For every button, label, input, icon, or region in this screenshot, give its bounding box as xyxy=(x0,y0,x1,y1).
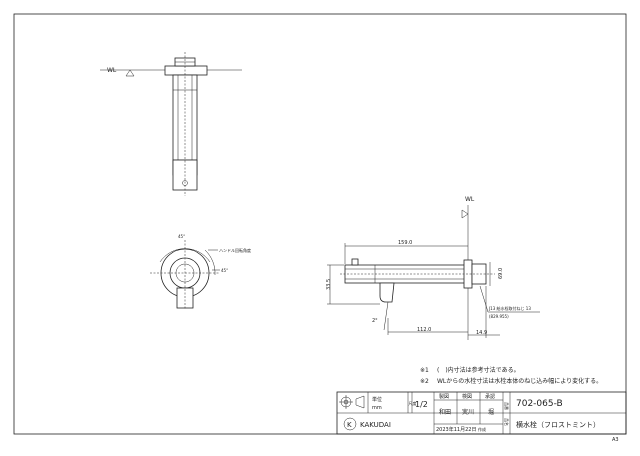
svg-text:検図: 検図 xyxy=(462,393,472,400)
svg-text:※2: ※2 xyxy=(420,378,429,385)
top-view: WL xyxy=(100,52,242,196)
svg-text:※1: ※1 xyxy=(420,367,429,374)
svg-text:尺度: 尺度 xyxy=(409,400,417,406)
sheet-border xyxy=(13,13,627,435)
part-name: 横水栓（フロストミント） xyxy=(516,420,600,429)
front-view: 45° ハンドル回転角度 45° xyxy=(150,234,251,310)
side-spout xyxy=(379,282,395,303)
svg-text:2°: 2° xyxy=(372,318,378,324)
svg-text:堀: 堀 xyxy=(488,408,494,416)
notes: ※1 ( )内寸法は参考寸法である。 ※2 WLからの水栓寸法は水栓本体のねじ込… xyxy=(420,366,602,385)
svg-text:14.9: 14.9 xyxy=(476,330,487,336)
svg-text:45°: 45° xyxy=(221,268,228,273)
svg-text:ハンドル回転角度: ハンドル回転角度 xyxy=(219,247,251,253)
svg-text:品番: 品番 xyxy=(504,402,510,410)
flange xyxy=(164,65,208,76)
svg-text:69.0: 69.0 xyxy=(498,268,504,279)
svg-text:単位: 単位 xyxy=(372,396,382,403)
svg-text:( )内寸法は参考寸法である。: ( )内寸法は参考寸法である。 xyxy=(437,366,520,374)
projection-symbol-icon xyxy=(339,395,365,409)
wl-label-side: WL xyxy=(465,196,475,203)
wl-label-top: WL xyxy=(107,67,117,74)
side-nut xyxy=(471,263,487,285)
svg-text:品名: 品名 xyxy=(504,418,510,426)
svg-text:2023年11月22日: 2023年11月22日 xyxy=(436,426,476,433)
svg-text:112.0: 112.0 xyxy=(417,327,431,333)
svg-text:33.5: 33.5 xyxy=(326,279,332,290)
svg-text:45°: 45° xyxy=(178,234,185,239)
wl-marker-side xyxy=(461,209,469,219)
svg-text:(829.955): (829.955) xyxy=(489,314,509,319)
svg-text:作成: 作成 xyxy=(478,426,486,432)
part-number: 702-065-B xyxy=(516,399,563,409)
svg-text:製図: 製図 xyxy=(439,393,449,400)
title-block: 単位 mm 尺度 1/2 製図 検図 承認 和田 実川 堀 K KAKUDAI … xyxy=(336,391,627,435)
svg-text:mm: mm xyxy=(372,405,382,411)
svg-text:承認: 承認 xyxy=(485,393,495,400)
wl-marker-top xyxy=(125,69,135,77)
svg-text:KAKUDAI: KAKUDAI xyxy=(360,421,391,429)
svg-text:K: K xyxy=(347,421,352,429)
svg-text:和田: 和田 xyxy=(439,408,451,416)
side-view: WL 159.0 33.5 69.0 J13 給水栓取付ねじ 13 (829.9… xyxy=(326,196,540,340)
svg-text:実川: 実川 xyxy=(462,408,474,416)
sheet-size: A3 xyxy=(612,437,619,443)
svg-text:J13 給水栓取付ねじ 13: J13 給水栓取付ねじ 13 xyxy=(488,305,531,311)
kakudai-logo: K KAKUDAI xyxy=(343,417,391,431)
svg-text:1/2: 1/2 xyxy=(415,400,428,409)
svg-text:WLからの水栓寸法は水栓本体のねじ込み幅により変化する。: WLからの水栓寸法は水栓本体のねじ込み幅により変化する。 xyxy=(437,377,602,385)
handle-stub xyxy=(351,258,359,266)
svg-text:159.0: 159.0 xyxy=(398,240,412,246)
